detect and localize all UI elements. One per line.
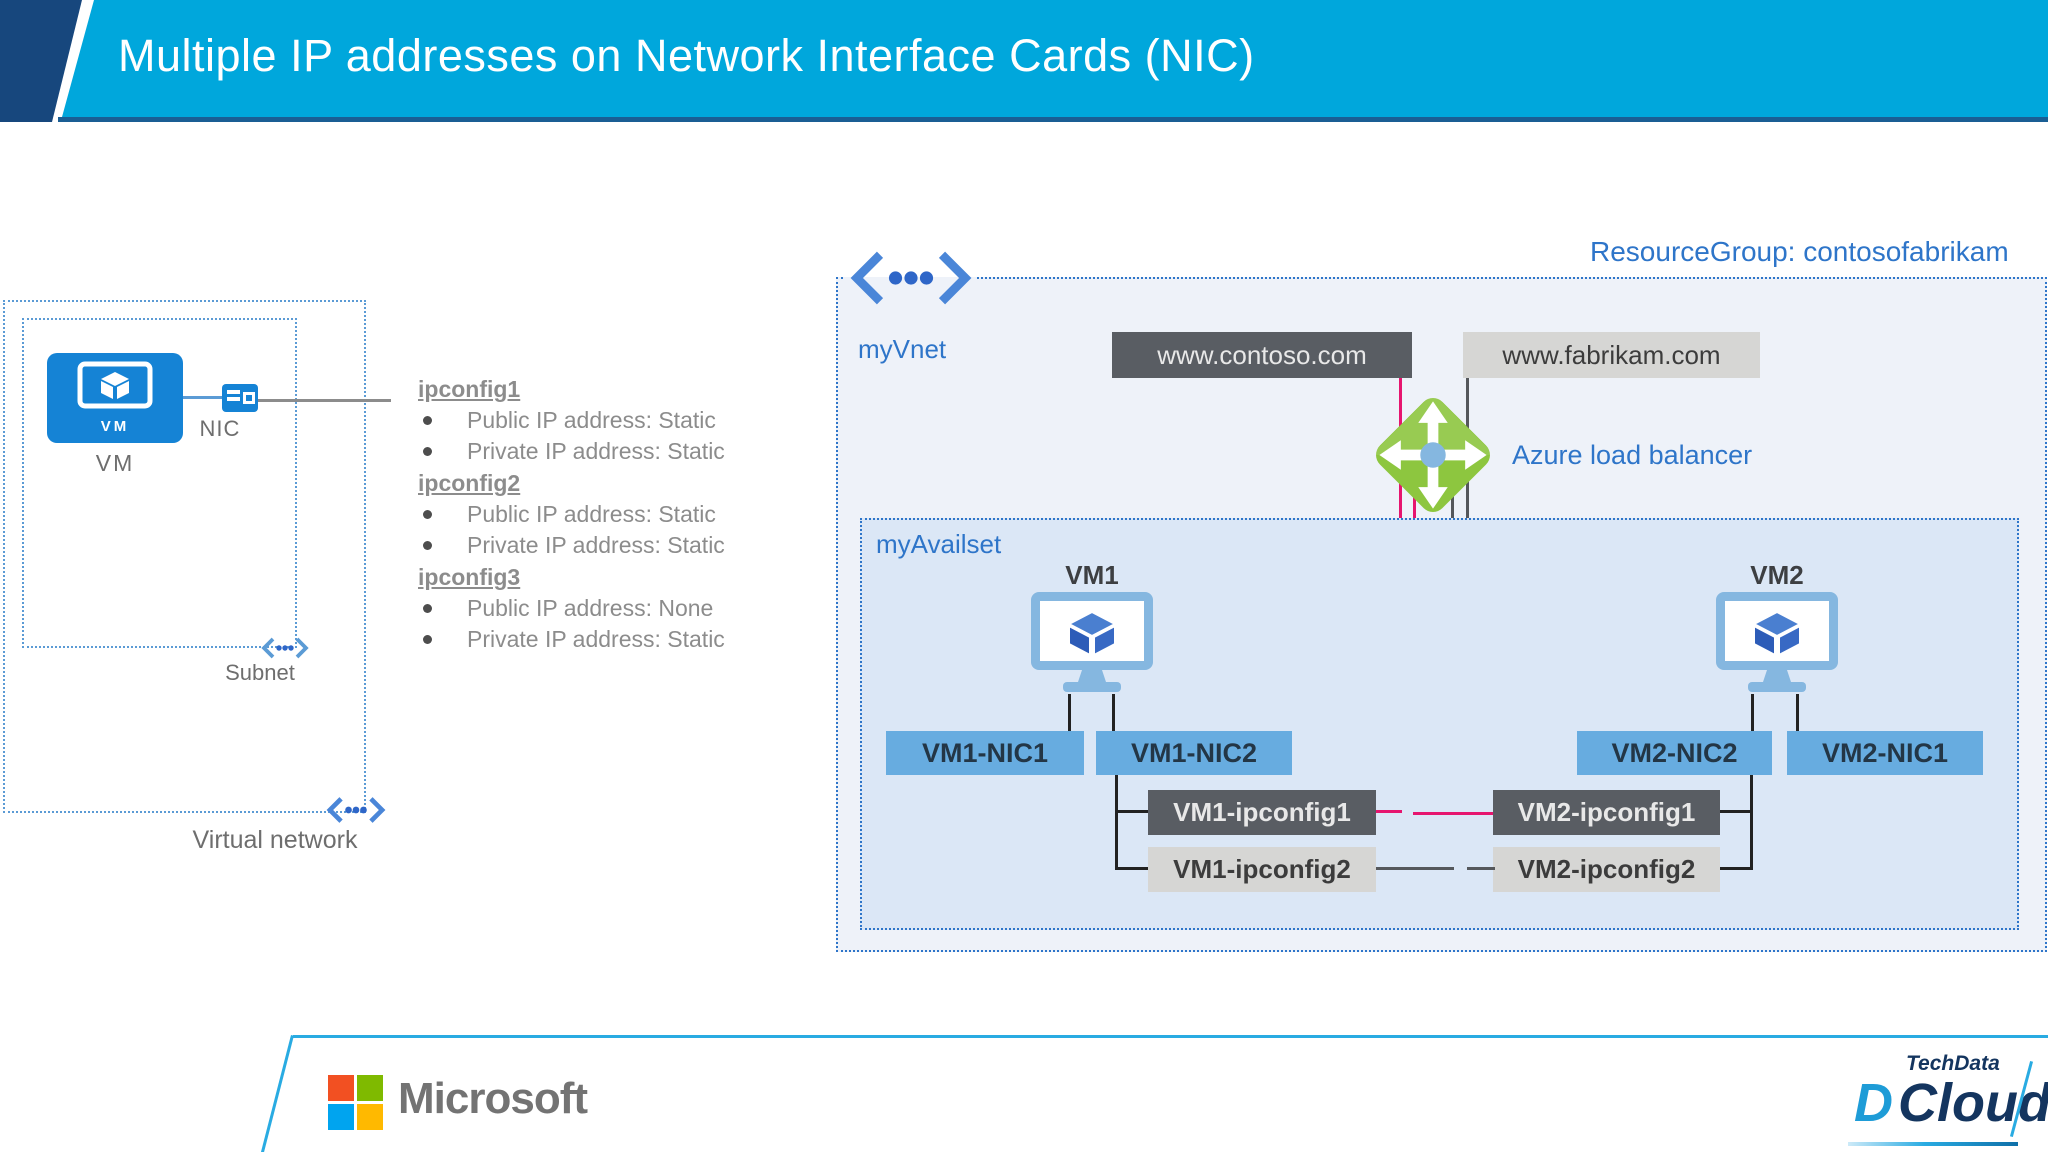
vm2-ipconfig2-branch [1720, 867, 1753, 870]
ipconfig-item-text: Public IP address: None [467, 595, 714, 621]
ipconfig-item-text: Private IP address: Static [467, 626, 725, 652]
vm2-ipconfig1-pink-hline [1413, 812, 1493, 815]
vm2-nic2-box: VM2-NIC2 [1577, 731, 1772, 775]
vm2-ipconfig2-box: VM2-ipconfig2 [1493, 847, 1720, 892]
availset-label: myAvailset [876, 529, 1002, 559]
vm1-nic2-box: VM1-NIC2 [1096, 731, 1292, 775]
vm1-ipconfig1-branch [1115, 810, 1148, 813]
vm1-ipconfig1-box: VM1-ipconfig1 [1148, 790, 1376, 835]
vm1-nic2-drop-line [1115, 775, 1118, 870]
vm2-label: VM2 [1750, 560, 1804, 590]
ms-square-yellow [357, 1104, 383, 1130]
resource-group-label: ResourceGroup: contosofabrikam [1590, 236, 2009, 267]
nic-out-line [258, 399, 391, 402]
ipconfig-item: Private IP address: Static [418, 530, 818, 561]
vm1-to-nic2-line [1112, 694, 1115, 731]
vm1-label: VM1 [1065, 560, 1119, 590]
vm1-nic1-box: VM1-NIC1 [886, 731, 1084, 775]
vm1-ipconfig2-box: VM1-ipconfig2 [1148, 847, 1376, 892]
ipconfig-item-text: Private IP address: Static [467, 438, 725, 464]
vm-monitor-icon [77, 361, 153, 409]
subnet-label: Subnet [225, 660, 295, 685]
ms-square-red [328, 1075, 354, 1101]
vnet-label: myVnet [858, 334, 947, 364]
contoso-domain-box: www.contoso.com [1112, 332, 1412, 378]
nic-icon-bar [227, 397, 240, 401]
vm2-to-nic1-line [1796, 694, 1799, 731]
nic-icon-bar [227, 390, 240, 394]
vm1-ipconfig1-pink-hline [1376, 810, 1402, 813]
vm2-to-nic2-line [1751, 694, 1754, 731]
bullet-icon [423, 635, 432, 644]
techdata-cloud-logo: TechData D Cloud [1848, 1050, 2048, 1148]
vm2-icon [1716, 592, 1838, 692]
vm1-icon [1031, 592, 1153, 692]
footer-rule [293, 1035, 2048, 1038]
ipconfig-item: Public IP address: None [418, 593, 818, 624]
bullet-icon [423, 604, 432, 613]
techdata-brand-text: TechData [1906, 1052, 2000, 1075]
ipconfig-item: Public IP address: Static [418, 499, 818, 530]
vm-tile-label: VM [100, 418, 130, 435]
vnet-icon [850, 251, 972, 305]
ipconfig-item-text: Private IP address: Static [467, 532, 725, 558]
nic-icon [222, 384, 258, 412]
ipconfig-heading: ipconfig1 [418, 376, 521, 402]
vm2-ipconfig1-branch [1720, 810, 1753, 813]
ipconfig-item-text: Public IP address: Static [467, 501, 716, 527]
ms-square-blue [328, 1104, 354, 1130]
vm-caption: VM [95, 450, 135, 476]
load-balancer-icon [1371, 393, 1495, 512]
nic-icon-port-inner [246, 395, 252, 401]
footer-diagonal [260, 1035, 294, 1152]
bullet-icon [423, 510, 432, 519]
vm-to-nic-line [183, 396, 222, 399]
availset-box [860, 518, 2019, 930]
virtual-network-label: Virtual network [192, 826, 358, 854]
bullet-icon [423, 541, 432, 550]
techdata-underline [1848, 1142, 2018, 1146]
bullet-icon [423, 416, 432, 425]
vm1-to-nic1-line [1068, 694, 1071, 731]
microsoft-logo-icon [328, 1075, 383, 1130]
bullet-icon [423, 447, 432, 456]
vm2-ipconfig1-box: VM2-ipconfig1 [1493, 790, 1720, 835]
ipconfig-item: Private IP address: Static [418, 624, 818, 655]
ipconfig-heading: ipconfig3 [418, 564, 521, 590]
ms-square-green [357, 1075, 383, 1101]
ipconfig-item: Private IP address: Static [418, 436, 818, 467]
page-title: Multiple IP addresses on Network Interfa… [118, 30, 1255, 81]
microsoft-wordmark: Microsoft [398, 1074, 588, 1123]
ipconfig-item-text: Public IP address: Static [467, 407, 716, 433]
vm1-ipconfig2-branch [1115, 867, 1148, 870]
ipconfig-item: Public IP address: Static [418, 405, 818, 436]
ipconfig-heading: ipconfig2 [418, 470, 521, 496]
vm2-ipconfig2-gray-hline [1467, 867, 1495, 870]
header-banner [0, 0, 2048, 122]
vm2-nic2-drop-line [1750, 775, 1753, 870]
subnet-icon [261, 637, 309, 659]
ipconfig-list: ipconfig1 Public IP address: Static Priv… [418, 373, 818, 655]
fabrikam-domain-box: www.fabrikam.com [1463, 332, 1760, 378]
virtual-network-icon [326, 797, 386, 823]
vm1-ipconfig2-gray-hline [1376, 867, 1454, 870]
nic-label: NIC [199, 416, 241, 441]
techdata-d-icon: D [1854, 1073, 1893, 1133]
load-balancer-label: Azure load balancer [1512, 440, 1753, 470]
vm-tile: VM [47, 353, 183, 443]
vm2-nic1-box: VM2-NIC1 [1787, 731, 1983, 775]
